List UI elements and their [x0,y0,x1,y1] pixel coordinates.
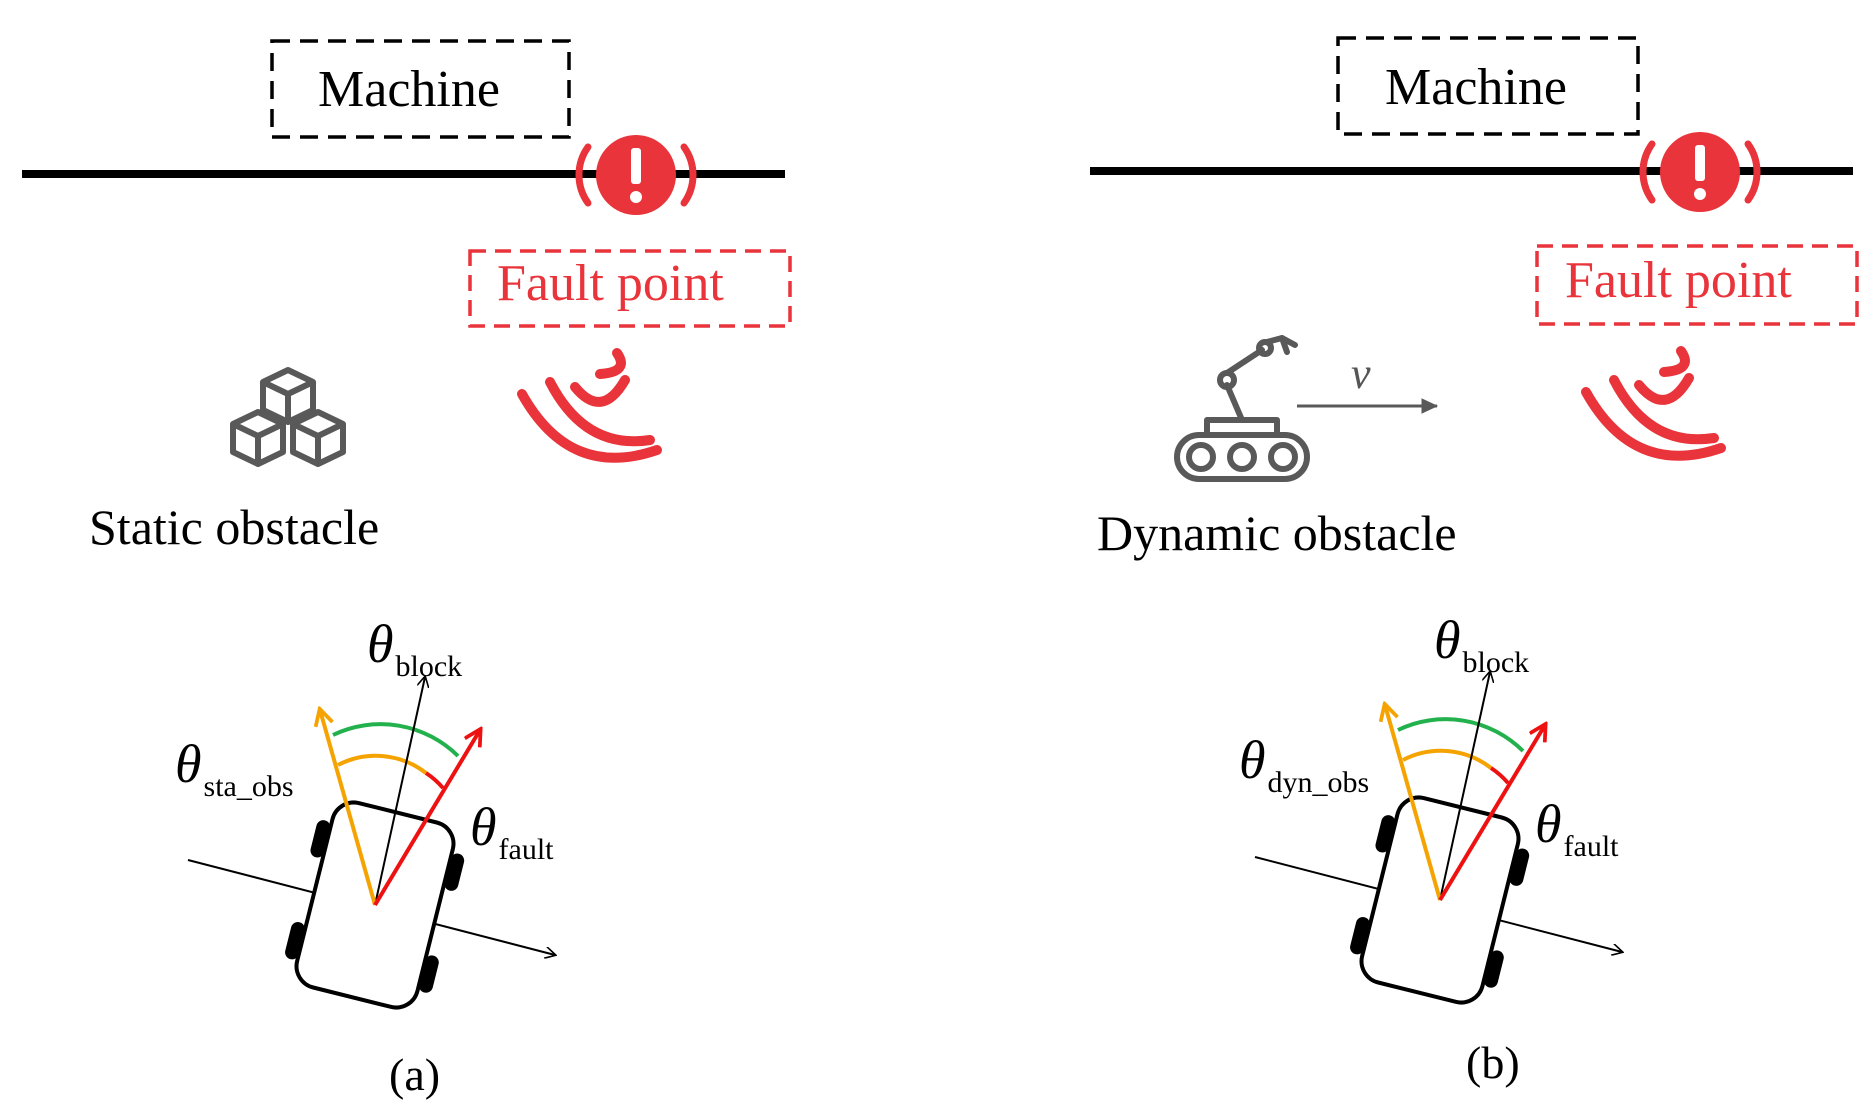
alert-icon [575,135,697,215]
panel-caption: (a) [389,1049,441,1100]
obstacle-label: Dynamic obstacle [1097,505,1457,561]
theta-obs-label: θsta_obs [175,734,294,803]
theta-fault-label: θfault [470,797,554,866]
panel-b-graphics [1090,36,1859,1005]
machine-label: Machine [1385,59,1567,116]
velocity-label: v [1351,349,1371,398]
obstacle-label: Static obstacle [89,499,380,555]
theta-block-label: θblock [1434,610,1530,679]
fault-box [468,249,792,328]
red-arc [1489,766,1510,785]
panel-a-graphics [22,39,792,1010]
machine-box [1336,36,1640,136]
fault-point-label: Fault point [1565,252,1792,309]
orange-arc [1402,748,1493,770]
alert-icon [1639,132,1761,212]
signal-waves-icon [1581,346,1726,461]
tracked-robot-arm-icon [1174,335,1310,482]
panel-caption: (b) [1466,1037,1520,1088]
panel-b: Machine Fault point v Dynamic obstacle θ… [937,0,1874,1119]
theta-block-vector [1439,672,1490,901]
theta-block-label: θblock [367,614,463,683]
theta-obs-vector [1385,705,1442,901]
orange-arc [337,753,428,775]
theta-fault-label: θfault [1535,794,1619,863]
theta-fault-vector [373,730,480,907]
green-arc [1397,717,1525,753]
panel-a: Machine Fault point Static obstacle θblo… [0,0,937,1119]
theta-obs-vector [320,710,377,906]
machine-label: Machine [318,61,500,118]
theta-fault-vector [1438,725,1545,902]
red-arc [424,771,445,790]
fault-point-label: Fault point [497,255,724,312]
signal-waves-icon [517,348,662,463]
theta-obs-label: θdyn_obs [1239,730,1370,799]
theta-block-vector [374,677,425,906]
cubes-icon [230,367,346,467]
green-arc [332,722,460,758]
machine-box [270,39,571,139]
fault-box [1535,244,1859,326]
